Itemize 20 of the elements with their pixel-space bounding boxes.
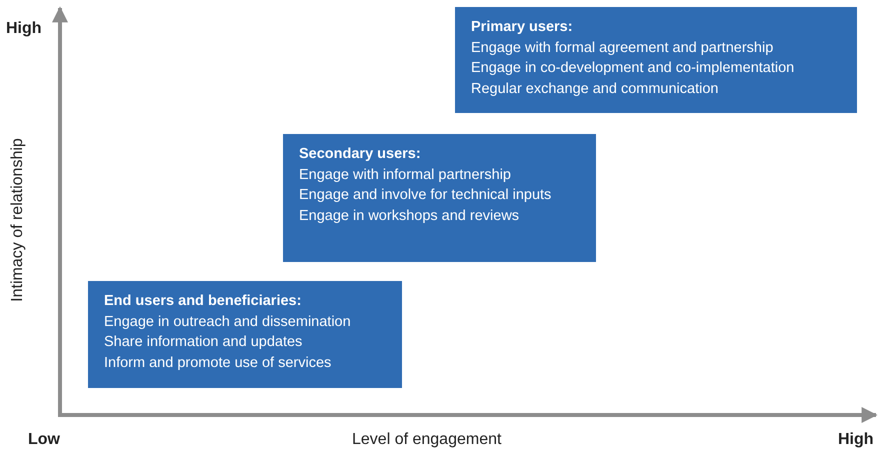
engagement-item: Regular exchange and communication bbox=[471, 80, 718, 98]
axis-high-label: High bbox=[838, 431, 874, 449]
engagement-item: Engage and involve for technical inputs bbox=[299, 186, 552, 205]
user-group-box bbox=[283, 134, 596, 262]
engagement-item: Engage with informal partnership bbox=[299, 166, 511, 184]
engagement-item: Share information and updates bbox=[104, 333, 302, 352]
engagement-item: Engage in outreach and dissemination bbox=[104, 312, 351, 332]
engagement-item: Inform and promote use of services bbox=[104, 354, 332, 372]
x-axis-title: Level of engagement bbox=[352, 431, 502, 449]
group-heading: Secondary users: bbox=[299, 145, 421, 164]
y-axis-title: Intimacy of relationship bbox=[9, 138, 27, 302]
user-group-box bbox=[88, 281, 402, 388]
group-heading: Primary users: bbox=[471, 18, 573, 37]
user-group-box bbox=[455, 7, 857, 113]
group-heading: End users and beneficiaries: bbox=[104, 292, 302, 311]
axis-high-label: High bbox=[6, 20, 42, 38]
axis-low-label: Low bbox=[28, 431, 60, 449]
engagement-item: Engage with formal agreement and partnership bbox=[471, 38, 774, 58]
engagement-item: Engage in co-development and co-implementation bbox=[471, 59, 794, 78]
engagement-item: Engage in workshops and reviews bbox=[299, 206, 520, 226]
